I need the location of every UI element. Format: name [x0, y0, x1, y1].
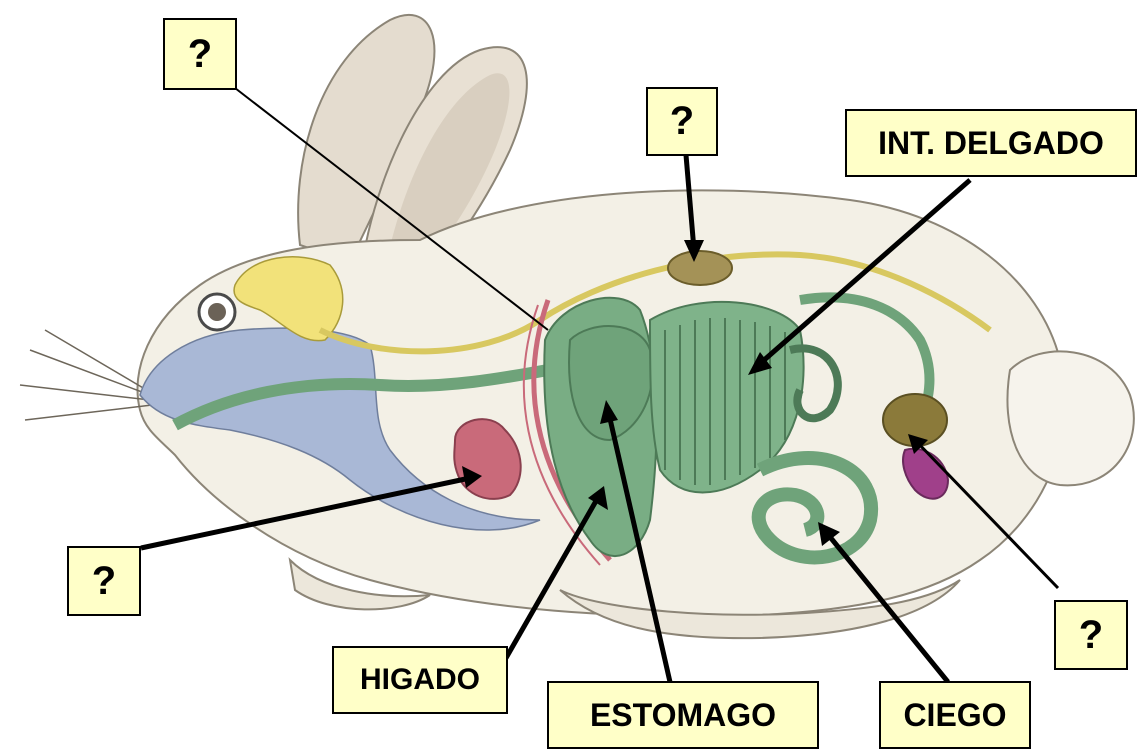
- kidney-organ: [668, 251, 732, 285]
- label-int-delgado: INT. DELGADO: [845, 109, 1137, 177]
- eye-icon: [199, 294, 235, 330]
- label-higado: HIGADO: [332, 646, 508, 714]
- label-unknown-top: ?: [163, 18, 237, 90]
- label-unknown-kidney: ?: [646, 87, 718, 156]
- label-ciego: CIEGO: [879, 681, 1031, 749]
- label-unknown-heart: ?: [67, 546, 141, 616]
- label-unknown-anus: ?: [1054, 600, 1128, 670]
- label-estomago: ESTOMAGO: [547, 681, 819, 749]
